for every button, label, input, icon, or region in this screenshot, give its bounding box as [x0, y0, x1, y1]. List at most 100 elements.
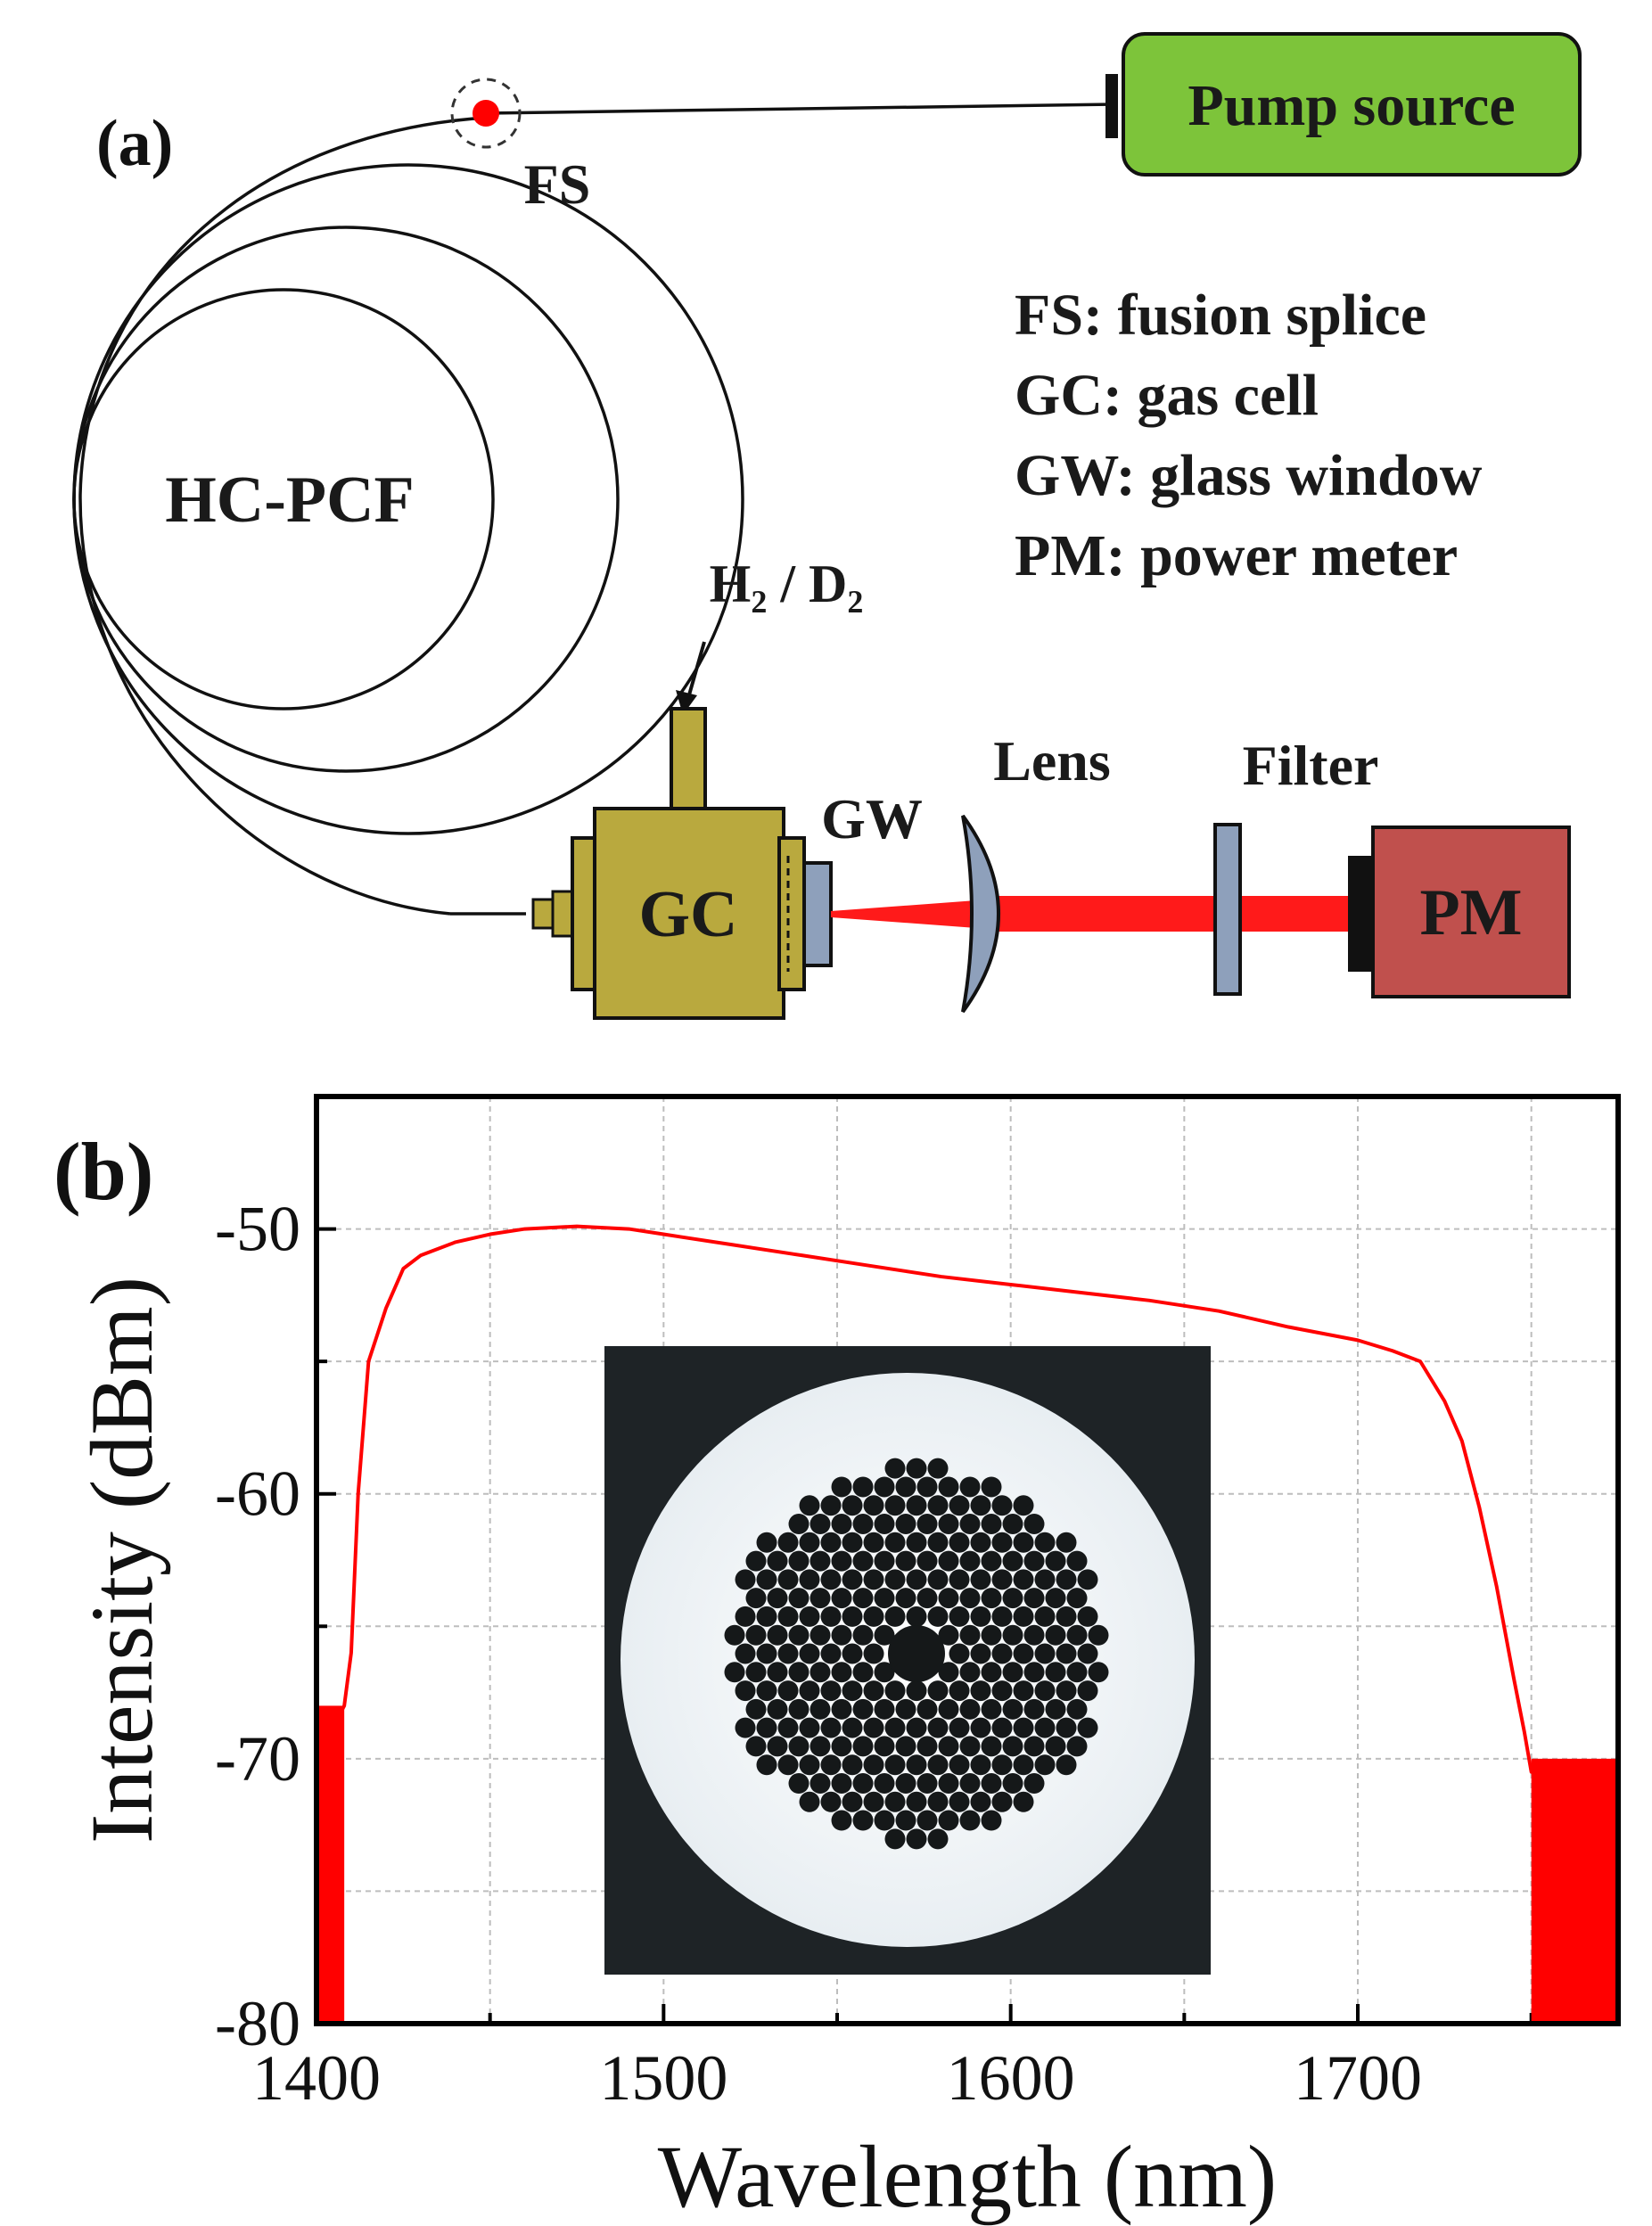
- air-hole: [756, 1717, 777, 1738]
- air-hole: [1023, 1772, 1045, 1794]
- air-hole: [938, 1810, 959, 1831]
- air-hole: [906, 1791, 927, 1812]
- air-hole: [1056, 1680, 1077, 1702]
- air-hole: [1045, 1736, 1066, 1757]
- air-hole: [799, 1643, 820, 1664]
- air-hole: [938, 1514, 959, 1535]
- air-hole: [1013, 1643, 1034, 1664]
- air-hole: [1013, 1606, 1034, 1627]
- air-hole: [820, 1643, 842, 1664]
- air-hole: [1002, 1698, 1023, 1720]
- air-hole: [788, 1624, 810, 1646]
- air-hole: [863, 1680, 884, 1702]
- air-hole: [927, 1606, 949, 1627]
- fusion-splice-ring: [450, 78, 522, 149]
- air-hole: [863, 1569, 884, 1590]
- air-hole: [981, 1550, 1002, 1572]
- air-hole: [852, 1810, 874, 1831]
- air-hole: [831, 1588, 852, 1609]
- air-hole: [820, 1569, 842, 1590]
- legend-item-gw: GW: glass window: [1015, 443, 1483, 508]
- air-hole: [884, 1458, 906, 1479]
- air-hole: [906, 1680, 927, 1702]
- air-hole: [863, 1717, 884, 1738]
- air-hole: [1034, 1680, 1056, 1702]
- air-hole: [1066, 1550, 1088, 1572]
- air-hole: [810, 1698, 831, 1720]
- air-hole: [1023, 1698, 1045, 1720]
- air-hole: [745, 1662, 767, 1683]
- air-hole: [1056, 1643, 1077, 1664]
- air-hole: [1034, 1717, 1056, 1738]
- air-hole: [927, 1569, 949, 1590]
- lens-label: Lens: [993, 729, 1111, 793]
- pump-connector: [1105, 74, 1118, 138]
- air-hole: [906, 1569, 927, 1590]
- air-hole: [981, 1514, 1002, 1535]
- air-hole: [788, 1550, 810, 1572]
- air-hole: [799, 1680, 820, 1702]
- air-hole: [981, 1736, 1002, 1757]
- air-hole: [874, 1476, 895, 1498]
- air-hole: [842, 1495, 863, 1516]
- air-hole: [788, 1662, 810, 1683]
- air-hole: [788, 1514, 810, 1535]
- air-hole: [1023, 1550, 1045, 1572]
- air-hole: [949, 1643, 970, 1664]
- air-hole: [1002, 1624, 1023, 1646]
- spectrum-noise-band: [316, 1705, 345, 2024]
- collimated-beam: [990, 896, 1351, 932]
- air-hole: [1002, 1736, 1023, 1757]
- air-hole: [949, 1680, 970, 1702]
- air-hole: [1002, 1514, 1023, 1535]
- air-hole: [949, 1791, 970, 1812]
- air-hole: [938, 1736, 959, 1757]
- pump-source-box: [1122, 32, 1582, 177]
- air-hole: [1023, 1662, 1045, 1683]
- air-hole: [927, 1717, 949, 1738]
- y-tick-label: -80: [215, 1988, 300, 2059]
- x-tick-label: 1400: [252, 2042, 381, 2114]
- air-hole: [938, 1698, 959, 1720]
- air-hole: [735, 1643, 756, 1664]
- air-hole: [874, 1588, 895, 1609]
- panel-a: (a) HC-PCF FS Pump source FS: fusion spl…: [72, 32, 1582, 1020]
- air-hole: [981, 1476, 1002, 1498]
- air-hole: [938, 1772, 959, 1794]
- air-hole: [916, 1772, 938, 1794]
- y-tick-labels: -80-70-60-50: [215, 1194, 300, 2059]
- photonic-crystal-lattice: [724, 1458, 1109, 1850]
- air-hole: [820, 1495, 842, 1516]
- air-hole: [799, 1495, 820, 1516]
- air-hole: [1002, 1550, 1023, 1572]
- air-hole: [863, 1643, 884, 1664]
- air-hole: [949, 1717, 970, 1738]
- air-hole: [991, 1791, 1013, 1812]
- air-hole: [1034, 1532, 1056, 1553]
- air-hole: [916, 1550, 938, 1572]
- air-hole: [1034, 1606, 1056, 1627]
- air-hole: [1023, 1624, 1045, 1646]
- air-hole: [895, 1736, 916, 1757]
- air-hole: [799, 1717, 820, 1738]
- air-hole: [788, 1736, 810, 1757]
- gc-fiber-port: [531, 898, 555, 930]
- air-hole: [895, 1810, 916, 1831]
- air-hole: [959, 1588, 981, 1609]
- pump-fiber: [485, 103, 1115, 115]
- inset-micrograph: [604, 1346, 1211, 1975]
- air-hole: [831, 1514, 852, 1535]
- air-hole: [970, 1606, 991, 1627]
- filter-label: Filter: [1243, 734, 1379, 797]
- air-hole: [970, 1754, 991, 1776]
- air-hole: [735, 1606, 756, 1627]
- filter: [1213, 823, 1242, 996]
- air-hole: [1013, 1717, 1034, 1738]
- air-hole: [831, 1550, 852, 1572]
- air-hole: [810, 1772, 831, 1794]
- air-hole: [820, 1680, 842, 1702]
- air-hole: [1002, 1772, 1023, 1794]
- air-hole: [1066, 1662, 1088, 1683]
- air-hole: [959, 1476, 981, 1498]
- air-hole: [777, 1532, 799, 1553]
